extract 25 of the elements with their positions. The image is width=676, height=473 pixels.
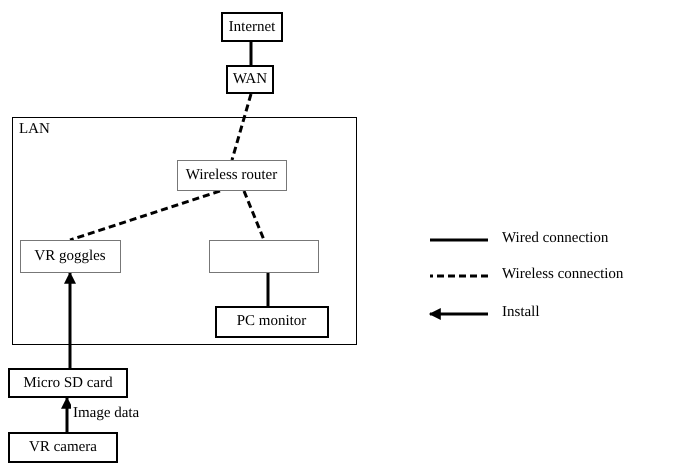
connection-line — [230, 94, 252, 160]
node-label: PC monitor — [236, 313, 306, 330]
device-box — [176, 160, 286, 190]
node-label: VR goggles — [34, 248, 106, 264]
network-box — [226, 65, 274, 94]
node-label: Micro SD card — [23, 374, 113, 392]
device-box — [8, 432, 118, 463]
network-box — [221, 12, 283, 42]
node-label: WAN — [232, 71, 268, 88]
group-label: LAN — [19, 121, 50, 138]
connection-line — [250, 42, 252, 65]
connection-line — [70, 190, 220, 242]
node-label: Wireless router — [186, 166, 278, 184]
arrow — [61, 396, 73, 432]
connection-line — [266, 273, 270, 306]
edge-label: Image data — [71, 405, 142, 422]
storage-box — [8, 368, 128, 398]
device-box — [214, 306, 328, 338]
connection-line — [242, 190, 266, 241]
empty-device-box — [208, 240, 318, 272]
node-label: Internet — [228, 18, 276, 36]
device-box — [20, 240, 120, 272]
node-label: VR camera — [29, 439, 97, 456]
network-group-box — [12, 117, 357, 345]
arrow — [64, 272, 76, 368]
